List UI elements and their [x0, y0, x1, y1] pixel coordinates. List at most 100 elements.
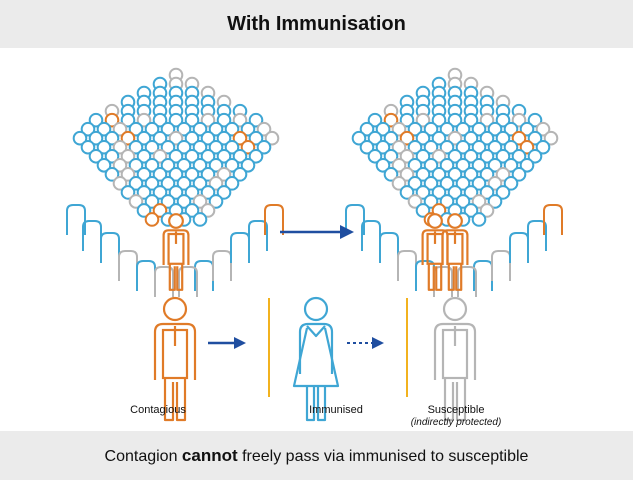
person-head [168, 167, 184, 182]
person-body [397, 250, 417, 281]
person-head [471, 139, 487, 155]
person-head [200, 203, 216, 218]
person-head [383, 167, 399, 182]
person-head [423, 121, 439, 137]
person-head [224, 158, 240, 173]
person-body [345, 204, 365, 235]
person-head [192, 176, 208, 191]
person-head [192, 194, 208, 209]
person-head [216, 130, 232, 146]
person-head [208, 121, 224, 137]
person-head [104, 130, 120, 146]
person-head [399, 185, 415, 200]
person-head [128, 194, 144, 209]
person-head [192, 121, 208, 137]
person-head [184, 112, 200, 128]
person-head [248, 148, 264, 164]
person-head [487, 121, 503, 137]
person-body [136, 260, 156, 291]
person-head [415, 167, 431, 182]
person-head [455, 194, 471, 209]
person-head [184, 167, 200, 182]
person-head [160, 139, 176, 155]
person-head [455, 176, 471, 191]
person-head [407, 139, 423, 155]
person-body [457, 266, 477, 297]
person-head [224, 121, 240, 137]
person-head [535, 121, 551, 137]
person-head [487, 158, 503, 173]
person-head [439, 121, 455, 137]
person-head [487, 176, 503, 191]
person-head [80, 121, 96, 137]
person-head [479, 167, 495, 182]
person-head [399, 130, 415, 146]
person-head [168, 130, 184, 146]
person-head [543, 130, 559, 146]
person-head [503, 176, 519, 191]
person-head [359, 121, 375, 137]
person-figure [162, 213, 190, 291]
person-head [511, 148, 527, 164]
person-head [471, 194, 487, 209]
person-head [144, 139, 160, 155]
person-head [184, 148, 200, 164]
person-body [66, 204, 86, 235]
person-head [184, 185, 200, 200]
person-head [152, 185, 168, 200]
person-head [423, 176, 439, 191]
person-head [240, 158, 256, 173]
person-head [176, 121, 192, 137]
person-head [232, 148, 248, 164]
person-head [431, 130, 447, 146]
person-head [367, 130, 383, 146]
person-head [208, 176, 224, 191]
person-head [152, 203, 168, 218]
immunised-label: Immunised [309, 404, 363, 416]
person-head [136, 130, 152, 146]
person-head [144, 176, 160, 191]
person-head [423, 194, 439, 209]
person-head [216, 148, 232, 164]
person-head [232, 167, 248, 182]
person-head [200, 167, 216, 182]
person-head [463, 167, 479, 182]
crowd-before [66, 67, 284, 297]
person-head [423, 158, 439, 173]
person-head [168, 185, 184, 200]
person-head [208, 139, 224, 155]
person-head [120, 130, 136, 146]
person-head [216, 185, 232, 200]
person-head [439, 176, 455, 191]
footer-bar: Contagion cannot freely pass via immunis… [0, 431, 633, 480]
person-head [232, 130, 248, 146]
person-head [128, 158, 144, 173]
person-head [176, 176, 192, 191]
person-body [118, 250, 138, 281]
person-head [463, 148, 479, 164]
person-head [415, 185, 431, 200]
person-head [447, 167, 463, 182]
person-head [120, 148, 136, 164]
person-head [399, 148, 415, 164]
person-head [120, 167, 136, 182]
person-head [192, 158, 208, 173]
person-head [471, 176, 487, 191]
person-body [415, 260, 435, 291]
person-head [415, 112, 431, 128]
person-head [487, 139, 503, 155]
person-head [503, 121, 519, 137]
person-head [144, 212, 160, 227]
person-head [391, 158, 407, 173]
person-head [200, 185, 216, 200]
person-head [511, 130, 527, 146]
person-head [216, 112, 232, 128]
title-bar: With Immunisation [0, 0, 633, 48]
person-head [519, 158, 535, 173]
person-head [431, 112, 447, 128]
person-head [391, 176, 407, 191]
person-head [168, 148, 184, 164]
person-head [447, 112, 463, 128]
person-head [447, 185, 463, 200]
